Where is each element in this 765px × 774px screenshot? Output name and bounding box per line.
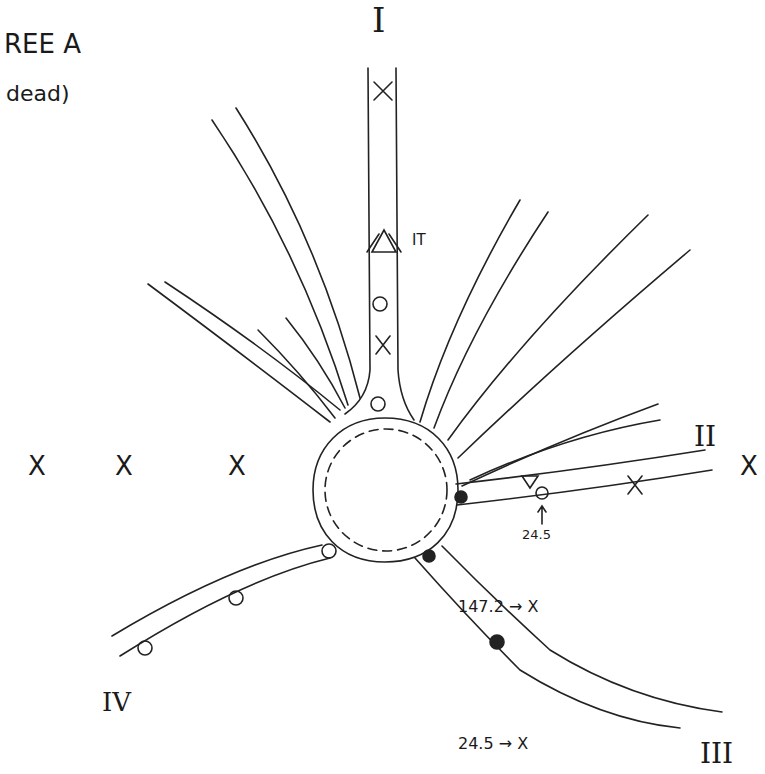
root-line bbox=[458, 250, 690, 458]
triangle-mark bbox=[522, 476, 538, 488]
root-line bbox=[258, 330, 335, 418]
root-line bbox=[434, 212, 548, 428]
root-line bbox=[148, 284, 330, 422]
root-line bbox=[212, 120, 348, 405]
circle-mark bbox=[536, 487, 548, 499]
root-line bbox=[112, 545, 322, 636]
root-line bbox=[415, 558, 680, 728]
x-label: X bbox=[228, 452, 246, 481]
leader-arrow bbox=[538, 506, 546, 524]
measurement-label: 24.5 bbox=[522, 528, 551, 542]
root-number: I bbox=[372, 2, 385, 39]
x-mark bbox=[376, 336, 390, 354]
root-line bbox=[456, 450, 705, 484]
x-mark bbox=[628, 476, 642, 494]
triangle-mark bbox=[367, 230, 401, 252]
measurement-label: 147.2 → X bbox=[458, 598, 538, 616]
filled-dot bbox=[490, 635, 504, 649]
title-text: REE A bbox=[4, 30, 81, 59]
root-line bbox=[442, 546, 722, 712]
x-label: X bbox=[28, 452, 46, 481]
measurement-label: 24.5 → X bbox=[458, 735, 528, 753]
filled-dot bbox=[455, 491, 467, 503]
root-line bbox=[420, 200, 520, 422]
root-line bbox=[448, 215, 648, 440]
mark-label: IT bbox=[412, 232, 426, 249]
x-label: X bbox=[740, 452, 758, 481]
root-line bbox=[286, 318, 345, 408]
root-number: III bbox=[700, 739, 733, 770]
circle-mark bbox=[229, 591, 243, 605]
root-line bbox=[457, 470, 712, 505]
root-line bbox=[236, 108, 360, 398]
x-label: X bbox=[115, 452, 133, 481]
circle-mark bbox=[322, 544, 336, 558]
circle-mark bbox=[138, 641, 152, 655]
root-line bbox=[120, 558, 330, 656]
x-mark bbox=[374, 82, 392, 100]
root-line bbox=[396, 68, 414, 420]
circle-mark bbox=[371, 397, 385, 411]
root-line bbox=[470, 420, 660, 480]
root-line bbox=[345, 68, 370, 414]
trunk-inner-dashed bbox=[325, 429, 447, 551]
circle-mark bbox=[373, 297, 387, 311]
trunk-outline bbox=[313, 418, 458, 562]
root-number: IV bbox=[102, 688, 131, 717]
filled-dot bbox=[423, 550, 435, 562]
root-number: II bbox=[694, 422, 716, 453]
title-note: dead) bbox=[6, 82, 70, 106]
